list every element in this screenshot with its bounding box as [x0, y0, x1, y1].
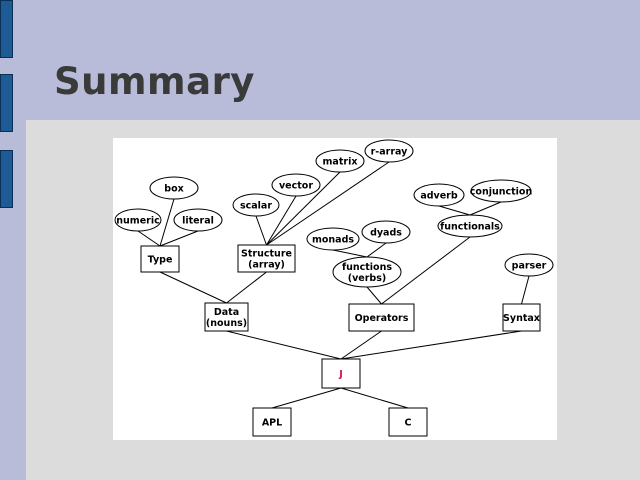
edge-literal-type: [159, 230, 199, 247]
edge-syntax-j: [340, 330, 522, 360]
node-c: C: [388, 407, 428, 437]
node-type: Type: [140, 245, 180, 273]
node-conjunction-label: conjunction: [470, 187, 533, 198]
node-box-ellipse: [149, 176, 199, 200]
node-operators-box: [348, 303, 415, 332]
node-type-label: Type: [148, 255, 173, 266]
node-structure-box: [237, 244, 296, 273]
left-tab-2: [0, 74, 13, 132]
node-j-label: J: [338, 369, 343, 380]
node-monads-ellipse: [306, 227, 360, 251]
edge-box-type: [159, 198, 175, 247]
node-adverb-ellipse: [413, 183, 465, 207]
node-functions-label: functions: [342, 262, 392, 273]
node-vector-ellipse: [271, 173, 321, 197]
node-functionals: functionals: [437, 214, 503, 238]
edge-monads-functions: [332, 249, 368, 258]
node-operators: Operators: [348, 303, 415, 332]
node-c-box: [388, 407, 428, 437]
node-scalar: scalar: [232, 193, 280, 217]
node-functionals-label: functionals: [440, 222, 500, 233]
node-rarray: r-array: [364, 139, 414, 163]
node-rarray-ellipse: [364, 139, 414, 163]
node-matrix-label: matrix: [323, 157, 358, 168]
node-data-label: (nouns): [206, 318, 247, 329]
edge-structure-data: [226, 271, 267, 304]
node-functionals-ellipse: [437, 214, 503, 238]
node-structure-label: Structure: [241, 249, 292, 260]
node-syntax-box: [502, 303, 541, 332]
node-functions-label: (verbs): [348, 273, 386, 284]
node-structure: Structure(array): [237, 244, 296, 273]
node-operators-label: Operators: [355, 313, 409, 324]
node-literal-label: literal: [182, 216, 214, 227]
concept-tree-diagram: box numeric literal scalar vector matrix r-arr…: [114, 139, 554, 437]
slide-title: Summary: [54, 60, 255, 103]
node-literal: literal: [173, 208, 223, 232]
edge-data-j: [226, 330, 342, 360]
node-vector-label: vector: [279, 181, 313, 192]
node-dyads: dyads: [361, 220, 411, 244]
node-dyads-ellipse: [361, 220, 411, 244]
node-box-label: box: [164, 184, 183, 195]
node-apl-label: APL: [262, 418, 282, 429]
node-literal-ellipse: [173, 208, 223, 232]
node-numeric-label: numeric: [116, 216, 159, 227]
edge-rarray-structure: [266, 161, 390, 246]
node-parser-label: parser: [512, 261, 547, 272]
node-vector: vector: [271, 173, 321, 197]
node-syntax: Syntax: [502, 303, 541, 332]
node-numeric-ellipse: [114, 208, 162, 232]
node-type-box: [140, 245, 180, 273]
node-functions: functions(verbs): [332, 256, 402, 288]
node-conjunction-ellipse: [470, 179, 532, 203]
edge-type-data: [159, 271, 227, 304]
edge-adverb-functionals: [438, 205, 471, 216]
node-structure-label: (array): [248, 260, 285, 271]
edge-operators-j: [340, 330, 382, 360]
node-conjunction: conjunction: [470, 179, 533, 203]
node-c-label: C: [405, 418, 412, 429]
node-box: box: [149, 176, 199, 200]
node-matrix: matrix: [315, 149, 365, 173]
node-apl-box: [252, 407, 292, 437]
edge-functionals-operators: [381, 236, 471, 305]
node-data: Data(nouns): [204, 302, 249, 332]
left-tab-1: [0, 0, 13, 58]
node-rarray-label: r-array: [371, 147, 409, 158]
edge-matrix-structure: [266, 171, 341, 246]
edge-j-apl: [271, 387, 342, 409]
edge-j-c: [340, 387, 409, 409]
edge-functions-operators: [366, 286, 382, 305]
node-syntax-label: Syntax: [503, 313, 540, 324]
edge-conjunction-functionals: [469, 201, 502, 216]
slide-header-band: [0, 0, 640, 120]
left-tab-3: [0, 150, 13, 208]
node-adverb: adverb: [413, 183, 465, 207]
edge-parser-syntax: [521, 275, 530, 305]
node-scalar-label: scalar: [240, 201, 272, 212]
node-monads-label: monads: [312, 235, 354, 246]
node-dyads-label: dyads: [370, 228, 402, 239]
node-data-label: Data: [214, 307, 239, 318]
edge-dyads-functions: [366, 242, 387, 258]
node-numeric: numeric: [114, 208, 162, 232]
node-scalar-ellipse: [232, 193, 280, 217]
node-parser-ellipse: [504, 253, 554, 277]
node-matrix-ellipse: [315, 149, 365, 173]
node-j-box: [321, 358, 361, 389]
edge-numeric-type: [137, 230, 161, 247]
node-j: J: [321, 358, 361, 389]
node-parser: parser: [504, 253, 554, 277]
diagram-canvas: box numeric literal scalar vector matrix r-arr…: [113, 138, 557, 440]
node-apl: APL: [252, 407, 292, 437]
edge-vector-structure: [266, 195, 297, 246]
node-data-box: [204, 302, 249, 332]
edge-scalar-structure: [255, 215, 267, 246]
node-adverb-label: adverb: [420, 191, 458, 202]
node-monads: monads: [306, 227, 360, 251]
node-functions-ellipse: [332, 256, 402, 288]
